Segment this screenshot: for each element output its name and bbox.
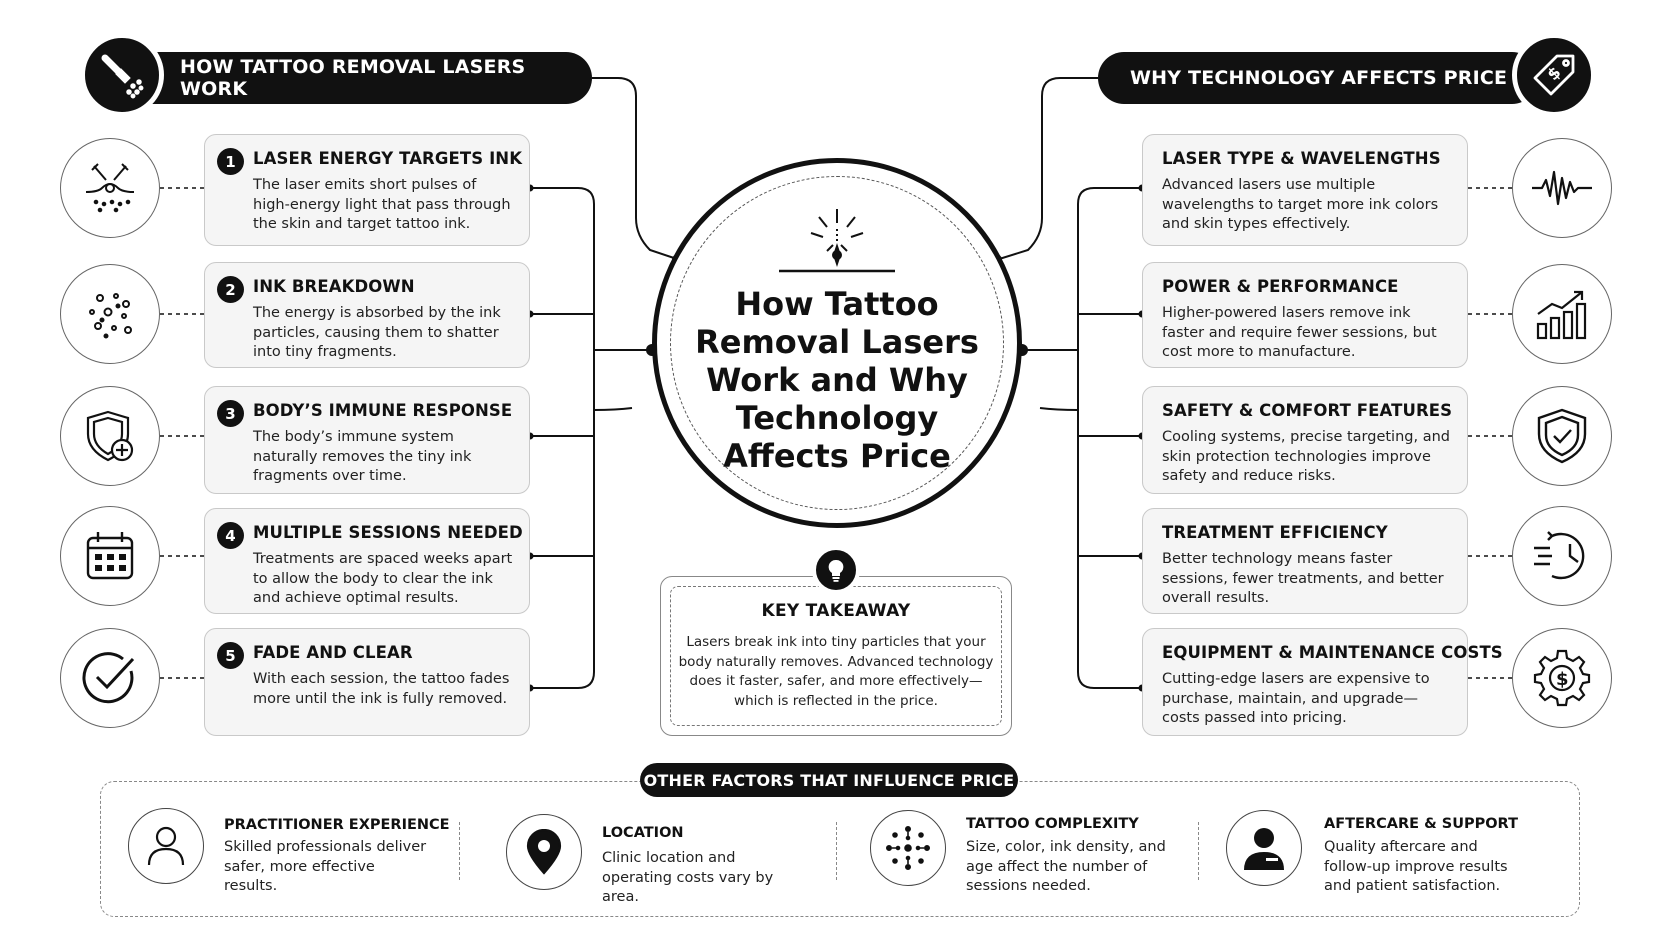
right-section-header: WHY TECHNOLOGY AFFECTS PRICE: [1098, 52, 1538, 104]
support-person-icon: [1226, 810, 1302, 886]
factor-divider: [836, 822, 837, 880]
card-title: POWER & PERFORMANCE: [1162, 277, 1399, 296]
right-factor-card-2: POWER & PERFORMANCE Higher-powered laser…: [1142, 262, 1468, 368]
key-takeaway-text: Lasers break ink into tiny particles tha…: [678, 634, 994, 709]
left-section-header-text: HOW TATTOO REMOVAL LASERS WORK: [180, 56, 526, 100]
factor-title: LOCATION: [602, 825, 684, 841]
svg-text:$: $: [1556, 669, 1569, 690]
factor-divider: [1198, 822, 1199, 880]
card-text: Cooling systems, precise targeting, and …: [1162, 429, 1450, 484]
shield-check-icon: [1512, 386, 1612, 486]
step-number: 3: [217, 400, 244, 427]
left-step-card-5: 5 FADE AND CLEAR With each session, the …: [204, 628, 530, 736]
key-takeaway-box: KEY TAKEAWAY Lasers break ink into tiny …: [660, 576, 1012, 736]
shield-plus-icon: [60, 386, 160, 486]
card-text: Better technology means faster sessions,…: [1162, 551, 1444, 606]
bar-chart-icon: [1512, 264, 1612, 364]
check-circle-icon: [60, 628, 160, 728]
person-icon: [128, 808, 204, 884]
center-title-circle: How Tattoo Removal Lasers Work and Why T…: [652, 158, 1022, 528]
card-text: Cutting-edge lasers are expensive to pur…: [1162, 671, 1430, 726]
right-factor-card-3: SAFETY & COMFORT FEATURES Cooling system…: [1142, 386, 1468, 494]
particles-icon: [60, 264, 160, 364]
right-factor-card-1: LASER TYPE & WAVELENGTHS Advanced lasers…: [1142, 134, 1468, 246]
factor-divider: [459, 822, 460, 880]
card-title: INK BREAKDOWN: [253, 277, 415, 296]
laser-beam-icon: [779, 209, 895, 273]
card-title: FADE AND CLEAR: [253, 643, 413, 662]
card-title: LASER ENERGY TARGETS INK: [253, 149, 523, 168]
card-text: Higher-powered lasers remove ink faster …: [1162, 305, 1437, 360]
left-step-card-2: 2 INK BREAKDOWN The energy is absorbed b…: [204, 262, 530, 368]
card-text: Treatments are spaced weeks apart to all…: [253, 551, 513, 606]
left-section-header: HOW TATTOO REMOVAL LASERS WORK: [118, 52, 592, 104]
gear-dollar-icon: $: [1512, 628, 1612, 728]
laser-skin-icon: [60, 138, 160, 238]
right-factor-card-5: EQUIPMENT & MAINTENANCE COSTS Cutting-ed…: [1142, 628, 1503, 736]
location-pin-icon: [506, 814, 582, 890]
dots-burst-icon: [870, 810, 946, 886]
other-factors-header: OTHER FACTORS THAT INFLUENCE PRICE: [640, 763, 1018, 797]
card-text: Advanced lasers use multiple wavelengths…: [1162, 177, 1439, 232]
main-title: How Tattoo Removal Lasers Work and Why T…: [695, 285, 979, 475]
step-number: 5: [217, 642, 244, 669]
step-number: 2: [217, 276, 244, 303]
waveform-icon: [1512, 138, 1612, 238]
card-title: TREATMENT EFFICIENCY: [1162, 523, 1388, 542]
step-number: 4: [217, 522, 244, 549]
right-section-header-text: WHY TECHNOLOGY AFFECTS PRICE: [1130, 67, 1508, 89]
factor-text: Size, color, ink density, and age affect…: [966, 839, 1166, 894]
calendar-icon: [60, 506, 160, 606]
key-takeaway-title: KEY TAKEAWAY: [761, 601, 911, 621]
other-factors-header-text: OTHER FACTORS THAT INFLUENCE PRICE: [643, 770, 1015, 790]
fast-clock-icon: [1512, 506, 1612, 606]
card-title: BODY’S IMMUNE RESPONSE: [253, 401, 513, 420]
left-step-card-1: 1 LASER ENERGY TARGETS INK The laser emi…: [204, 134, 530, 246]
factor-text: Skilled professionals deliver safer, mor…: [224, 839, 427, 894]
price-tag-icon: $: [1512, 33, 1596, 117]
card-text: The body’s immune system naturally remov…: [253, 429, 472, 484]
left-step-card-3: 3 BODY’S IMMUNE RESPONSE The body’s immu…: [204, 386, 530, 494]
card-text: The laser emits short pulses of high-ene…: [253, 177, 511, 232]
lightbulb-icon: [812, 546, 860, 594]
factor-title: TATTOO COMPLEXITY: [966, 816, 1139, 832]
laser-header-icon: [80, 33, 164, 117]
factor-title: PRACTITIONER EXPERIENCE: [224, 817, 450, 833]
right-factor-card-4: TREATMENT EFFICIENCY Better technology m…: [1142, 508, 1468, 614]
card-title: LASER TYPE & WAVELENGTHS: [1162, 149, 1441, 168]
factor-text: Quality aftercare and follow-up improve …: [1324, 839, 1508, 894]
card-title: SAFETY & COMFORT FEATURES: [1162, 401, 1453, 420]
card-title: EQUIPMENT & MAINTENANCE COSTS: [1162, 643, 1503, 662]
factor-text: Clinic location and operating costs vary…: [602, 850, 774, 905]
step-number: 1: [217, 148, 244, 175]
card-text: With each session, the tattoo fades more…: [253, 671, 510, 707]
center-inner-ring: [670, 176, 1004, 510]
left-step-card-4: 4 MULTIPLE SESSIONS NEEDED Treatments ar…: [204, 508, 530, 614]
card-text: The energy is absorbed by the ink partic…: [253, 305, 501, 360]
card-title: MULTIPLE SESSIONS NEEDED: [253, 523, 523, 542]
factor-title: AFTERCARE & SUPPORT: [1324, 816, 1518, 832]
